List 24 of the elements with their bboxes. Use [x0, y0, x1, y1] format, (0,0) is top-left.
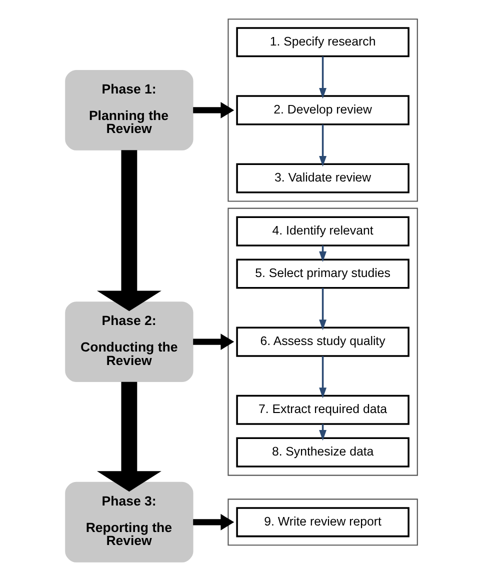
node-box: 5. Select primary studies [236, 258, 410, 289]
node-box: 1. Specify research [236, 27, 410, 58]
arrow [319, 356, 327, 398]
arrow [319, 288, 327, 330]
arrow [96, 382, 162, 492]
node-box: 9. Write review report [236, 507, 410, 538]
cluster [228, 498, 418, 546]
node-box: Phase 3: Reporting the Review [65, 482, 194, 562]
cluster [228, 18, 418, 202]
node-box: 6. Assess study quality [236, 326, 410, 357]
node-box: Phase 2: Conducting the Review [65, 302, 194, 382]
node-box: 3. Validate review [236, 163, 410, 194]
node-box: 4. Identify relevant [236, 216, 410, 246]
arrow [319, 124, 327, 167]
arrow [193, 514, 234, 530]
arrow [96, 150, 162, 312]
node-box: 7. Extract required data [236, 394, 410, 425]
arrow [193, 334, 234, 350]
arrow [319, 56, 327, 99]
cluster [228, 208, 418, 476]
node-box: 8. Synthesize data [236, 437, 410, 468]
arrow [193, 102, 234, 118]
node-box: 2. Develop review [236, 95, 410, 126]
node-box: Phase 1: Planning the Review [65, 70, 194, 150]
